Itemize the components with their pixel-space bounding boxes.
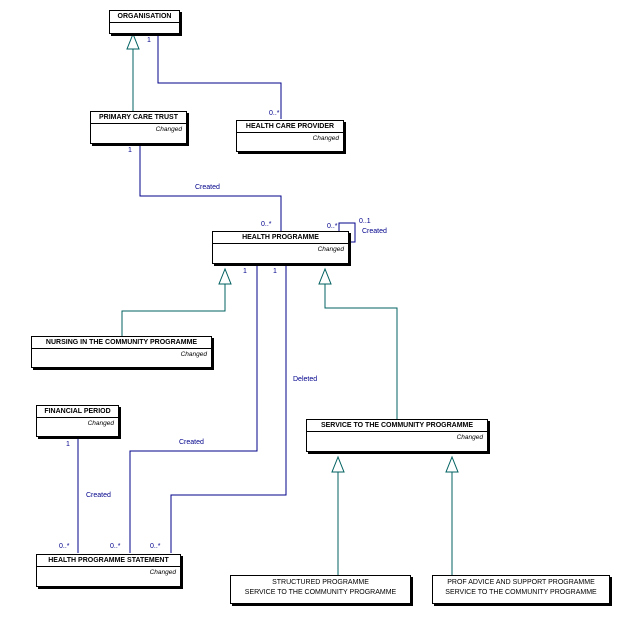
association-label: Created [179,439,204,446]
entity-title: HEALTH PROGRAMME [213,232,348,244]
entity-health-programme-statement[interactable]: HEALTH PROGRAMME STATEMENT Changed [36,554,181,587]
association-label: Created [86,492,111,499]
multiplicity-label: 0..1 [359,218,371,225]
entity-nursing-community-programme[interactable]: NURSING IN THE COMMUNITY PROGRAMME Chang… [31,336,212,368]
multiplicity-label: 0..* [150,543,161,550]
entity-structured-programme[interactable]: STRUCTURED PROGRAMME SERVICE TO THE COMM… [230,575,411,604]
generalization-arrow-hp-left [218,267,232,285]
entity-status: Changed [155,126,182,133]
association-hp-stmt-created [129,264,258,553]
association-org-hcp [157,35,282,119]
multiplicity-label: 0..* [59,543,70,550]
association-label: Created [362,228,387,235]
entity-title-line1: STRUCTURED PROGRAMME [272,579,369,586]
multiplicity-label: 1 [273,268,277,275]
multiplicity-label: 1 [66,441,70,448]
entity-title-line2: SERVICE TO THE COMMUNITY PROGRAMME [244,589,397,596]
generalization-arrow-org [126,32,140,50]
generalization-arrow-hp-right [318,267,332,285]
multiplicity-label: 1 [128,147,132,154]
entity-organisation[interactable]: ORGANISATION [109,10,180,34]
association-label: Deleted [293,376,317,383]
entity-title: FINANCIAL PERIOD [37,406,118,418]
entity-health-care-provider[interactable]: HEALTH CARE PROVIDER Changed [236,120,344,152]
entity-title: ORGANISATION [110,11,179,23]
entity-status: Changed [180,351,207,358]
multiplicity-label: 0..* [269,110,280,117]
entity-title: PRIMARY CARE TRUST [91,112,186,124]
entity-title-line2: SERVICE TO THE COMMUNITY PROGRAMME [445,589,597,596]
entity-service-community-programme[interactable]: SERVICE TO THE COMMUNITY PROGRAMME Chang… [306,419,488,452]
entity-title: NURSING IN THE COMMUNITY PROGRAMME [32,337,211,349]
association-pct-hp [139,144,282,231]
entity-status: Changed [456,434,483,441]
multiplicity-label: 1 [147,37,151,44]
entity-health-programme[interactable]: HEALTH PROGRAMME Changed [212,231,349,264]
entity-prof-advice-support-programme[interactable]: PROF ADVICE AND SUPPORT PROGRAMME SERVIC… [432,575,610,604]
entity-title-line1: PROF ADVICE AND SUPPORT PROGRAMME [447,579,595,586]
generalization-line-nursing-hp [121,284,226,337]
generalization-arrow-service-left [331,455,345,473]
multiplicity-label: 0..* [327,223,338,230]
entity-title: SERVICE TO THE COMMUNITY PROGRAMME [307,420,487,432]
entity-status: Changed [312,135,339,142]
self-association-hp [338,222,356,243]
entity-primary-care-trust[interactable]: PRIMARY CARE TRUST Changed [90,111,187,144]
generalization-line-service-hp [324,284,398,419]
multiplicity-label: 0..* [261,221,272,228]
association-hp-stmt-deleted [170,264,287,553]
entity-title: HEALTH PROGRAMME STATEMENT [37,555,180,567]
entity-title: HEALTH CARE PROVIDER [237,121,343,133]
entity-financial-period[interactable]: FINANCIAL PERIOD Changed [36,405,119,437]
generalization-arrow-service-right [445,455,459,473]
multiplicity-label: 0..* [110,543,121,550]
entity-status: Changed [149,569,176,576]
multiplicity-label: 1 [243,268,247,275]
entity-status: Changed [87,420,114,427]
entity-status: Changed [317,246,344,253]
association-label: Created [195,184,220,191]
